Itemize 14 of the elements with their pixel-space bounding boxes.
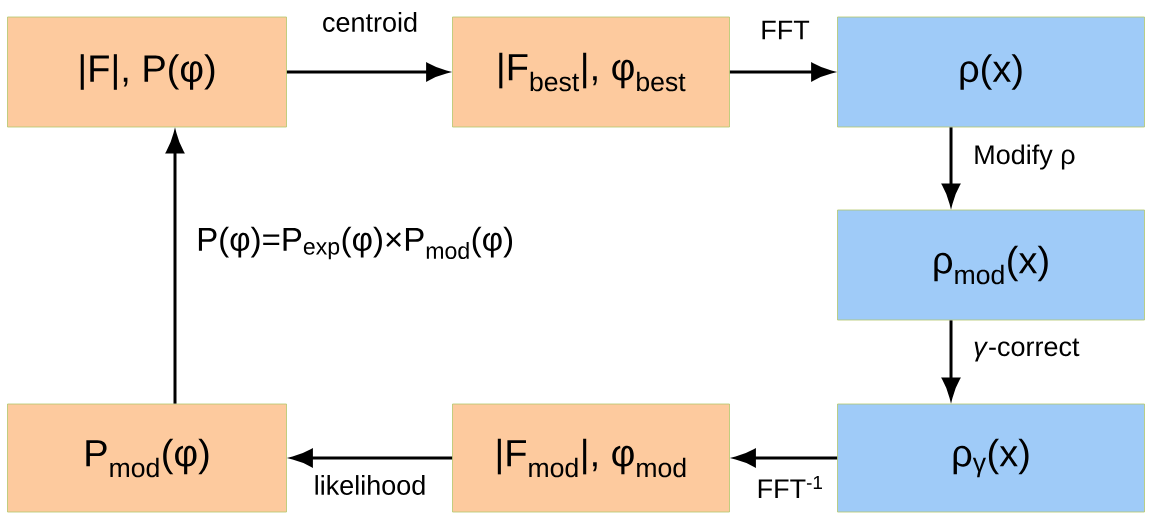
edge-label: FFT: [762, 20, 810, 40]
process-box: |F$_{mod}$|, φ$_{mod}$: [452, 403, 730, 513]
process-box: P$_{mod}$(φ): [7, 403, 287, 513]
edge-label: centroid: [323, 12, 417, 32]
edge-label: likelihood: [315, 475, 425, 495]
edge-label: Modify ρ: [975, 144, 1075, 170]
edge-label: FFT$^{-1}$: [758, 476, 822, 498]
formula-label: P(φ)=P$_{exp}$(φ)×P$_{mod}$(φ): [198, 226, 513, 260]
process-box: |F$_{best}$|, φ$_{best}$: [452, 16, 730, 128]
process-box: ρ$_{γ}$(x): [837, 403, 1145, 513]
edge-label: γ-correct: [974, 338, 1080, 362]
process-box: ρ$_{mod}$(x): [837, 209, 1145, 321]
process-box: |F|, P(φ): [7, 16, 287, 128]
process-box: ρ(x): [837, 16, 1145, 128]
